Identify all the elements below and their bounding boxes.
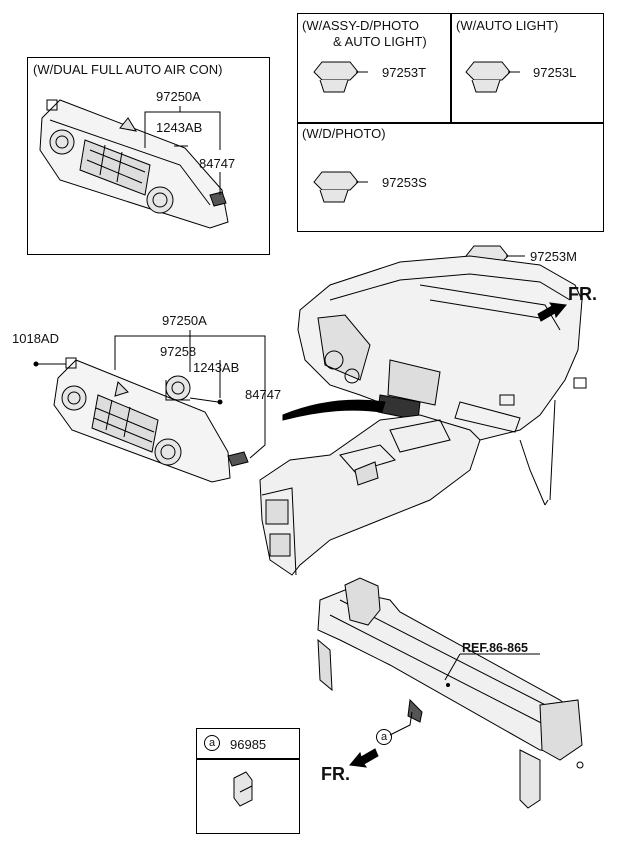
label-97250a-inset: 97250A <box>156 89 201 104</box>
inset-dual-full-auto <box>27 57 270 255</box>
cell-d-photo-title: (W/D/PHOTO) <box>302 126 386 141</box>
inset-divider-vertical <box>450 13 452 123</box>
fr-label-top: FR. <box>568 284 597 304</box>
label-97253s: 97253S <box>382 175 427 190</box>
climate-panel-main-drawing <box>33 330 266 483</box>
cell-auto-light-title: (W/AUTO LIGHT) <box>456 18 559 33</box>
label-96985: 96985 <box>230 737 267 752</box>
label-97253t: 97253T <box>382 65 427 80</box>
ref-label: REF.86-865 <box>462 641 529 655</box>
legend-divider <box>196 758 300 760</box>
climate-panel-dual-drawing <box>39 99 229 229</box>
center-console-drawing <box>259 414 481 576</box>
bumper-beam-drawing <box>317 577 584 809</box>
label-97253m: 97253M <box>530 249 577 264</box>
photo-sensor-drawings <box>313 61 520 203</box>
label-84747-inset: 84747 <box>199 156 236 171</box>
label-97253l: 97253L <box>533 65 577 80</box>
dashboard-drawing <box>282 255 587 506</box>
clip-96985-drawing <box>233 771 253 807</box>
label-1018ad: 1018AD <box>12 331 59 346</box>
label-84747-main: 84747 <box>245 387 282 402</box>
fr-label-bottom: FR. <box>321 764 350 784</box>
label-97258: 97258 <box>160 344 197 359</box>
callout-a-legend: a <box>204 735 220 751</box>
fr-arrows <box>349 302 567 768</box>
cell-assy-title-line1: (W/ASSY-D/PHOTO <box>302 18 420 33</box>
label-1243ab-main: 1243AB <box>193 360 240 375</box>
label-1243ab-inset: 1243AB <box>156 120 203 135</box>
inset-divider-horizontal <box>297 122 604 124</box>
cell-assy-title-line2: & AUTO LIGHT) <box>333 34 427 49</box>
inset-dual-title: (W/DUAL FULL AUTO AIR CON) <box>33 62 223 77</box>
callout-a-main: a <box>376 729 392 745</box>
legend-box-96985 <box>196 728 300 834</box>
label-97250a-main: 97250A <box>162 313 207 328</box>
